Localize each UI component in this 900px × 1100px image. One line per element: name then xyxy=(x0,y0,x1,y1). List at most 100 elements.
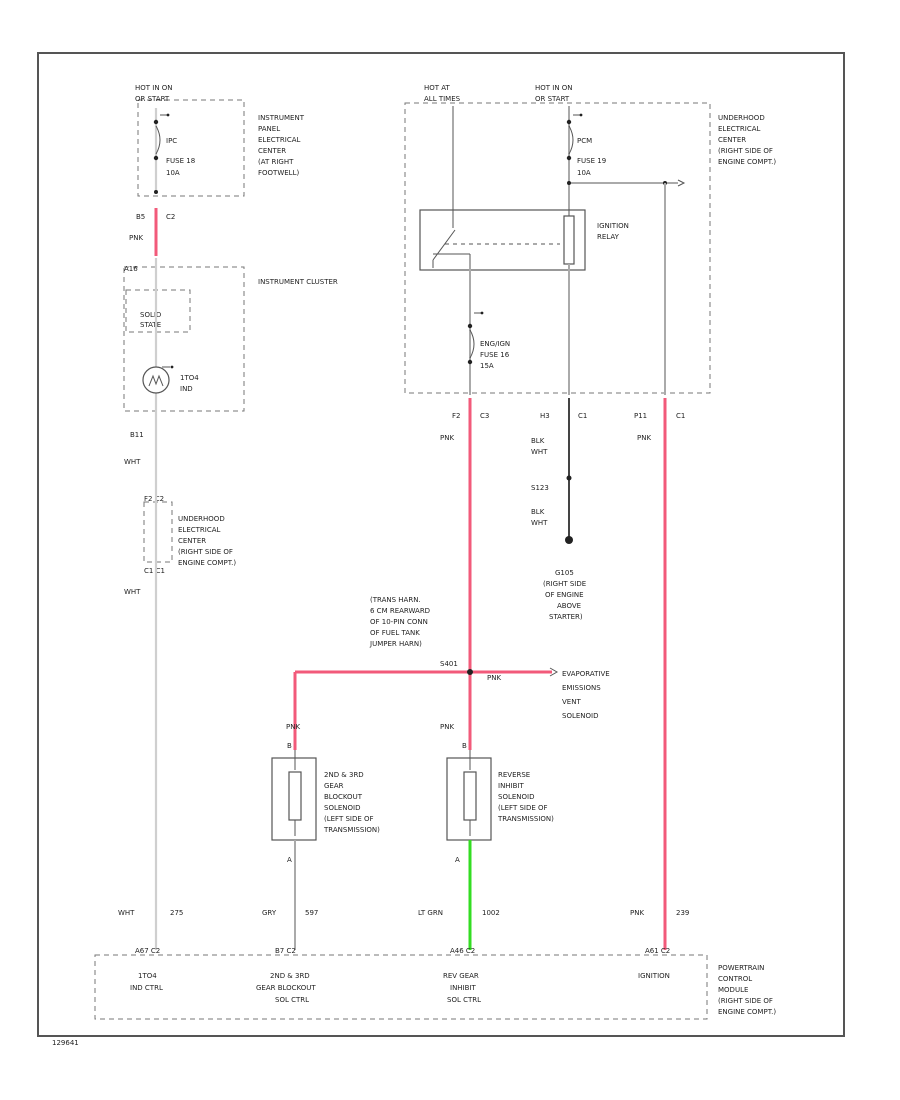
svg-text:(TRANS HARN.: (TRANS HARN. xyxy=(370,596,421,604)
pcm-fuse-label: PCM FUSE 19 10A xyxy=(577,137,606,177)
g105-label: G105 (RIGHT SIDE OF ENGINE ABOVE STARTER… xyxy=(543,569,586,621)
a16-pin-label: A16 xyxy=(124,265,138,273)
svg-text:EMISSIONS: EMISSIONS xyxy=(562,684,601,692)
wht-wire-label-2: WHT xyxy=(124,588,141,596)
svg-text:CENTER: CENTER xyxy=(718,136,746,144)
relay-switch-icon xyxy=(432,210,575,268)
svg-text:GEAR: GEAR xyxy=(324,782,344,790)
pcm-function-2: 2ND & 3RD GEAR BLOCKOUT SOL CTRL xyxy=(256,972,316,1004)
svg-text:ABOVE: ABOVE xyxy=(557,602,581,610)
pcm-pin-4: A61 C2 xyxy=(645,947,670,955)
svg-text:EVAPORATIVE: EVAPORATIVE xyxy=(562,670,610,678)
eng-fuse-icon xyxy=(467,311,484,365)
svg-text:TRANSMISSION): TRANSMISSION) xyxy=(497,815,554,823)
svg-text:STATE: STATE xyxy=(140,321,161,329)
diagram-frame xyxy=(37,52,845,1037)
svg-text:ELECTRICAL: ELECTRICAL xyxy=(718,125,761,133)
svg-text:UNDERHOOD: UNDERHOOD xyxy=(178,515,225,523)
uec-right-box xyxy=(404,102,711,394)
hot-at-all-times-label: HOT AT ALL TIMES xyxy=(424,84,461,103)
svg-text:BLOCKOUT: BLOCKOUT xyxy=(324,793,363,801)
splice-dot-fuse-branch xyxy=(567,181,571,185)
svg-text:RELAY: RELAY xyxy=(597,233,620,241)
wire-number-275: 275 xyxy=(170,909,183,917)
pcm-function-3: REV GEAR INHIBIT SOL CTRL xyxy=(443,972,481,1004)
svg-text:FUSE 16: FUSE 16 xyxy=(480,351,510,359)
svg-text:FUSE 19: FUSE 19 xyxy=(577,157,606,165)
pnk-wire-label-mid: PNK xyxy=(440,434,454,442)
instrument-cluster-box xyxy=(123,266,245,412)
svg-text:PCM: PCM xyxy=(577,137,592,145)
svg-text:SOLENOID: SOLENOID xyxy=(498,793,534,801)
svg-text:SOL CTRL: SOL CTRL xyxy=(275,996,309,1004)
solid-state-box xyxy=(125,289,191,333)
svg-text:VENT: VENT xyxy=(562,698,581,706)
svg-text:ENG/IGN: ENG/IGN xyxy=(480,340,510,348)
svg-text:ELECTRICAL: ELECTRICAL xyxy=(258,136,301,144)
s123-label: S123 xyxy=(531,484,549,492)
lamp-label: 1TO4 IND xyxy=(180,374,199,393)
solenoid-1-icon xyxy=(288,750,302,836)
solenoid-2-label: REVERSE INHIBIT SOLENOID (LEFT SIDE OF T… xyxy=(497,771,554,823)
b11-pin-label: B11 xyxy=(130,431,144,439)
instrument-cluster-label: INSTRUMENT CLUSTER xyxy=(258,278,338,286)
c1-left-label: C1 C1 xyxy=(144,567,165,575)
svg-text:BLK: BLK xyxy=(531,508,545,516)
svg-text:IND CTRL: IND CTRL xyxy=(130,984,163,992)
svg-text:OF FUEL TANK: OF FUEL TANK xyxy=(370,629,420,637)
pcm-pin-1: A67 C2 xyxy=(135,947,160,955)
footer-reference-number: 129641 xyxy=(52,1039,79,1047)
wht-wire-label-1: WHT xyxy=(124,458,141,466)
wire-color-pnk: PNK xyxy=(630,909,644,917)
solenoid-2-icon xyxy=(463,750,477,836)
hot-run-start-label-2: HOT IN ON OR START xyxy=(535,84,573,103)
svg-text:BLK: BLK xyxy=(531,437,545,445)
solenoid-1-label: 2ND & 3RD GEAR BLOCKOUT SOLENOID (LEFT S… xyxy=(323,771,380,834)
pin-a1-label: A xyxy=(287,856,292,864)
splice-s123 xyxy=(566,475,572,481)
f2-c2-label: F2 C2 xyxy=(144,495,164,503)
svg-text:ELECTRICAL: ELECTRICAL xyxy=(178,526,221,534)
blk-wht-label-2: BLK WHT xyxy=(531,508,548,527)
pnk-wire-label-top: PNK xyxy=(129,234,143,242)
pcm-pin-3: A46 C2 xyxy=(450,947,475,955)
wire-number-239: 239 xyxy=(676,909,689,917)
svg-text:10A: 10A xyxy=(577,169,591,177)
wire-number-597: 597 xyxy=(305,909,318,917)
svg-text:SOL CTRL: SOL CTRL xyxy=(447,996,481,1004)
svg-text:ALL TIMES: ALL TIMES xyxy=(424,95,461,103)
svg-text:(RIGHT SIDE: (RIGHT SIDE xyxy=(543,580,586,588)
c1-mid-label: C1 xyxy=(578,412,587,420)
c2-connector-label: C2 xyxy=(166,213,175,221)
svg-text:IPC: IPC xyxy=(166,137,177,145)
arrow-icon xyxy=(677,179,686,187)
svg-text:ENGINE COMPT.): ENGINE COMPT.) xyxy=(718,1008,776,1016)
pnk-sol1-label: PNK xyxy=(286,723,300,731)
svg-text:10A: 10A xyxy=(166,169,180,177)
svg-text:(RIGHT SIDE OF: (RIGHT SIDE OF xyxy=(718,997,773,1005)
svg-text:CENTER: CENTER xyxy=(258,147,286,155)
pin-b2-label: B xyxy=(462,742,467,750)
splice-note-label: (TRANS HARN. 6 CM REARWARD OF 10-PIN CON… xyxy=(369,596,430,648)
wire-color-gry: GRY xyxy=(262,909,277,917)
c2-pin-label: B5 xyxy=(136,213,145,221)
svg-text:FOOTWELL): FOOTWELL) xyxy=(258,169,299,177)
pnk-sol2-label: PNK xyxy=(440,723,454,731)
svg-text:IGNITION: IGNITION xyxy=(638,972,670,980)
svg-text:POWERTRAIN: POWERTRAIN xyxy=(718,964,764,972)
pcm-label: POWERTRAIN CONTROL MODULE (RIGHT SIDE OF… xyxy=(718,964,776,1016)
blk-wht-label-1: BLK WHT xyxy=(531,437,548,456)
svg-text:(LEFT SIDE OF: (LEFT SIDE OF xyxy=(324,815,374,823)
svg-text:(LEFT SIDE OF: (LEFT SIDE OF xyxy=(498,804,548,812)
svg-text:(RIGHT SIDE OF: (RIGHT SIDE OF xyxy=(178,548,233,556)
splice-s401 xyxy=(467,669,473,675)
pnk-branch-label: PNK xyxy=(487,674,501,682)
svg-text:2ND & 3RD: 2ND & 3RD xyxy=(324,771,364,779)
svg-text:REV GEAR: REV GEAR xyxy=(443,972,479,980)
indicator-lamp-icon xyxy=(142,365,174,394)
svg-text:2ND & 3RD: 2ND & 3RD xyxy=(270,972,310,980)
svg-text:WHT: WHT xyxy=(531,448,548,456)
svg-text:REVERSE: REVERSE xyxy=(498,771,530,779)
svg-text:OF ENGINE: OF ENGINE xyxy=(545,591,584,599)
